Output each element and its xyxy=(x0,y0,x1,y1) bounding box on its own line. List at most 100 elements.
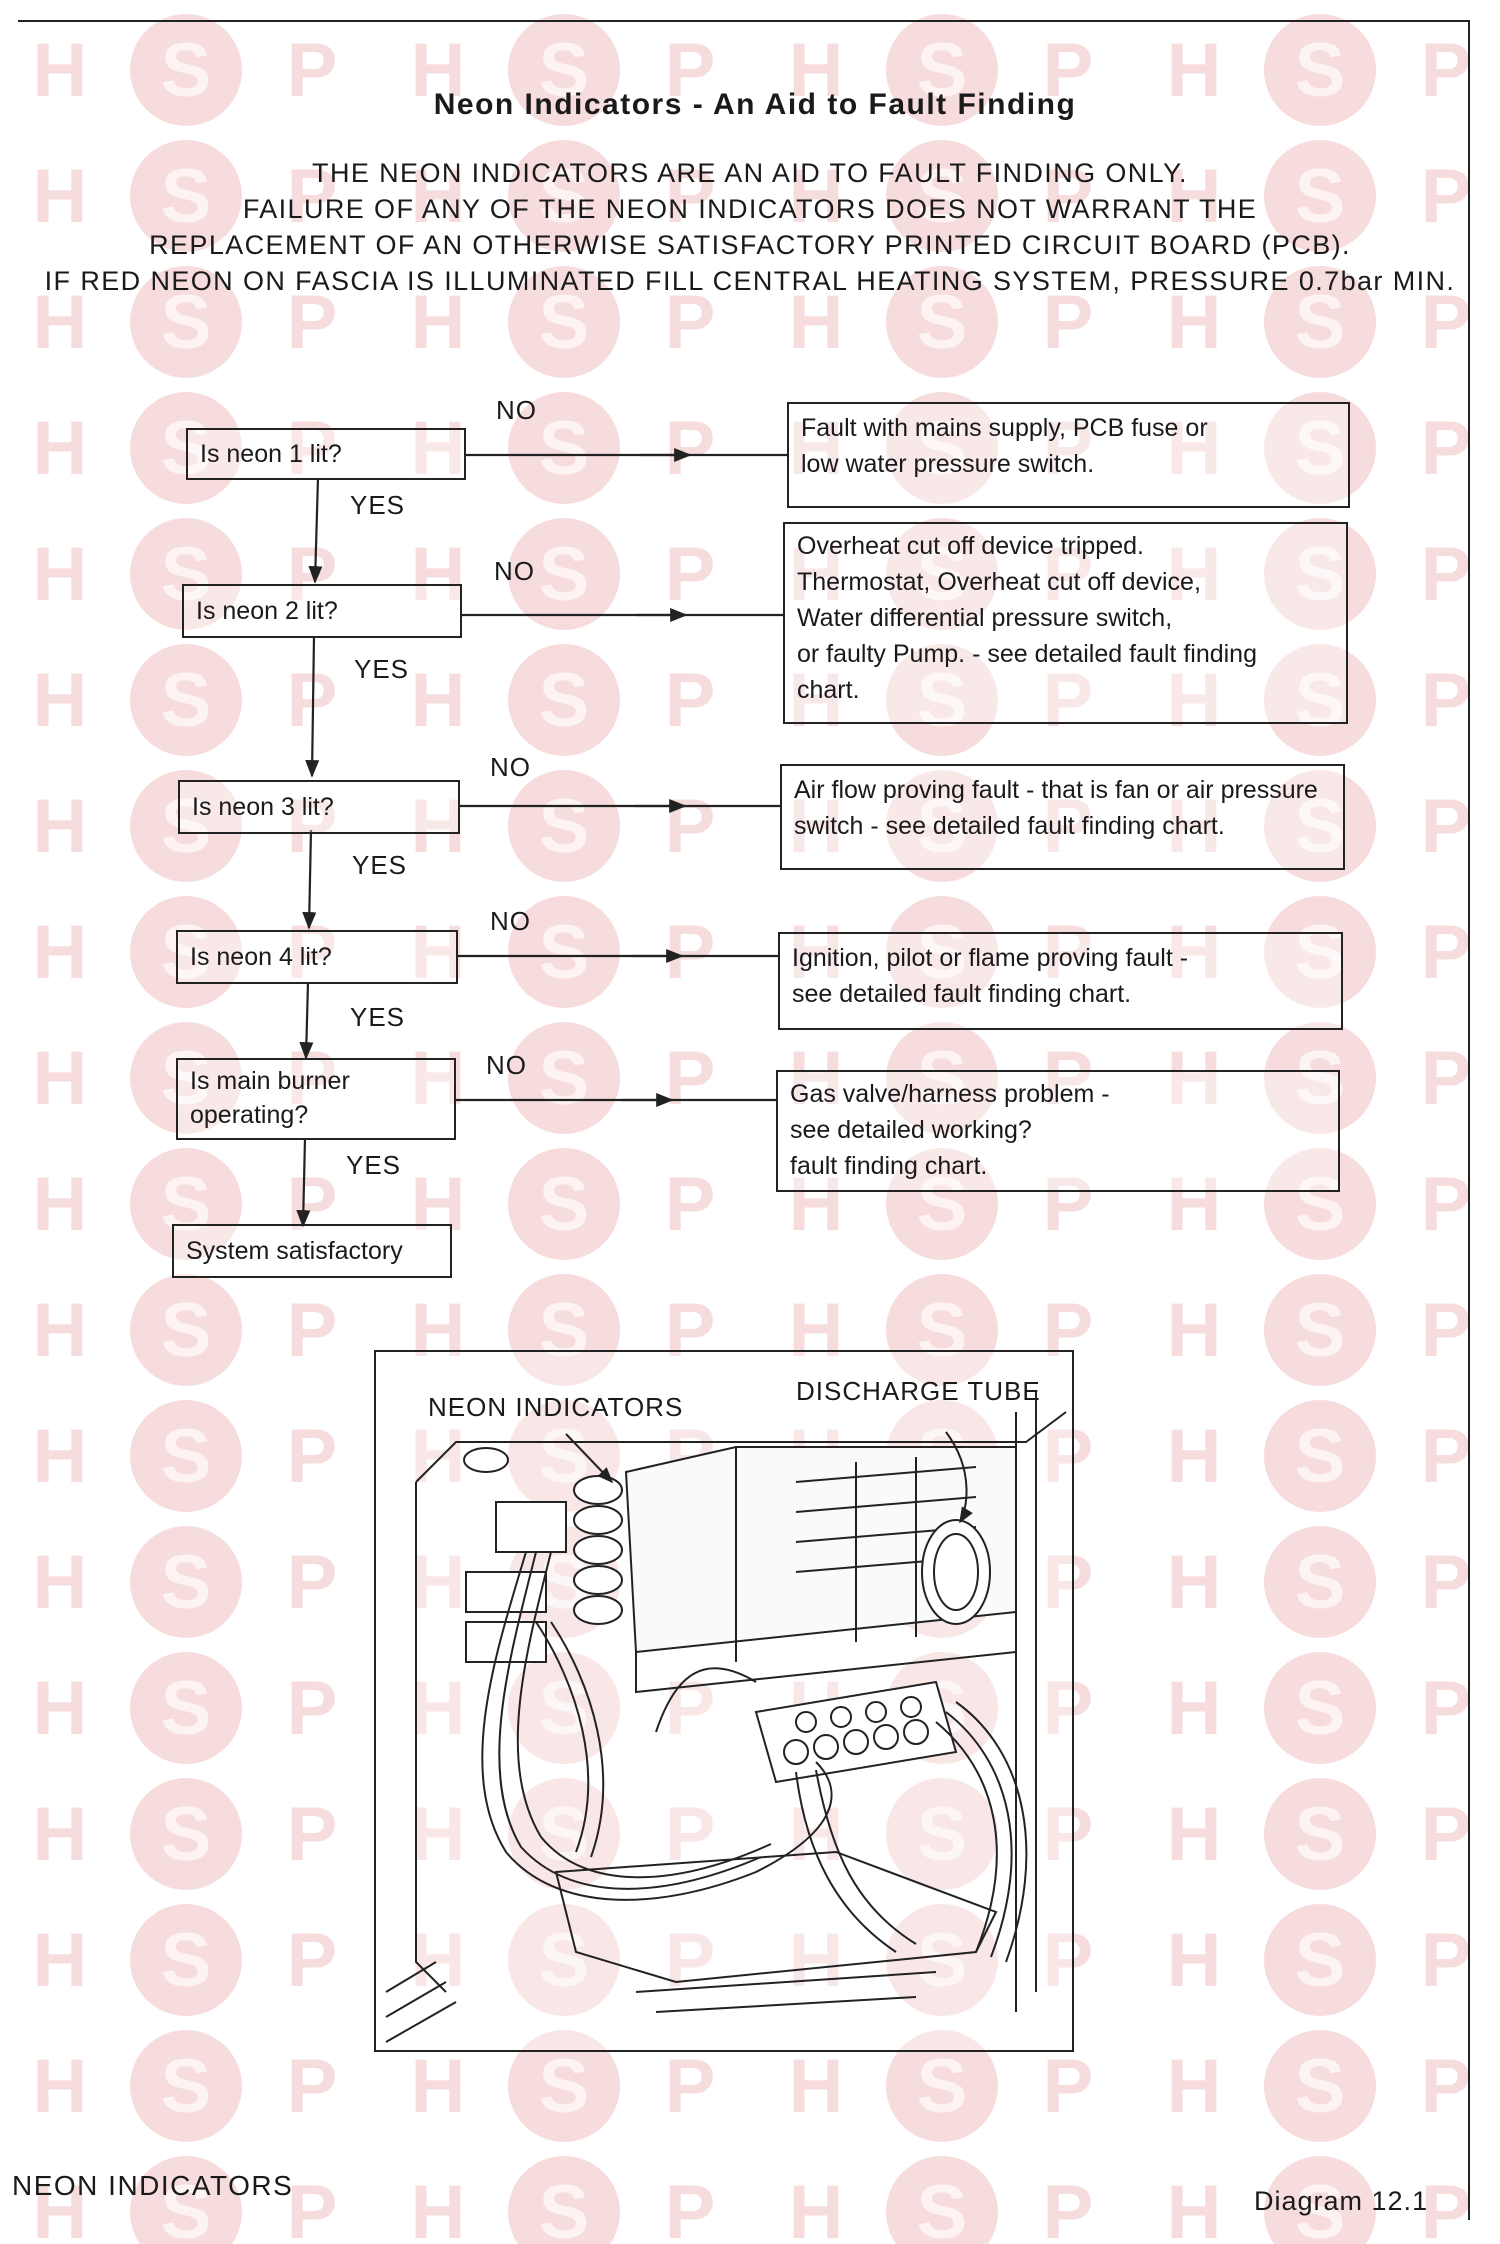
svg-text:P: P xyxy=(665,658,716,743)
watermark-mark: S xyxy=(130,1274,242,1386)
watermark-mark: P xyxy=(1421,1540,1472,1625)
svg-text:P: P xyxy=(1043,1288,1094,1373)
svg-text:P: P xyxy=(1421,1414,1472,1499)
watermark-mark: P xyxy=(665,532,716,617)
svg-text:H: H xyxy=(789,910,844,995)
watermark-mark: S xyxy=(508,1148,620,1260)
yes-connector-2 xyxy=(305,635,320,778)
svg-text:S: S xyxy=(1295,2170,1346,2244)
fault-2-line-5: chart. xyxy=(797,676,860,704)
watermark-mark: S xyxy=(886,1274,998,1386)
svg-text:P: P xyxy=(665,2044,716,2129)
svg-text:P: P xyxy=(1043,1792,1094,1877)
watermark-mark: P xyxy=(1421,280,1472,365)
svg-text:S: S xyxy=(1295,1288,1346,1373)
svg-text:S: S xyxy=(161,280,212,365)
yes-label-2: YES xyxy=(354,654,410,684)
svg-text:S: S xyxy=(917,910,968,995)
svg-text:P: P xyxy=(287,1288,338,1373)
watermark-mark: S xyxy=(886,140,998,252)
watermark-mark: P xyxy=(287,784,338,869)
watermark-mark: S xyxy=(508,2030,620,2142)
watermark-mark: S xyxy=(508,14,620,126)
watermark-mark: H xyxy=(1167,154,1222,239)
svg-text:H: H xyxy=(1167,1918,1222,2003)
svg-text:H: H xyxy=(1167,2044,1222,2129)
svg-text:P: P xyxy=(665,1288,716,1373)
svg-text:S: S xyxy=(161,2044,212,2129)
watermark-mark: S xyxy=(130,896,242,1008)
watermark-mark: S xyxy=(130,140,242,252)
watermark-mark: S xyxy=(886,1148,998,1260)
watermark-mark: P xyxy=(1421,2170,1472,2244)
question-main-burner: Is main burner operating? xyxy=(176,1058,456,1140)
watermark-mark: H xyxy=(33,784,88,869)
svg-text:H: H xyxy=(33,1288,88,1373)
svg-text:H: H xyxy=(33,1414,88,1499)
watermark-mark: H xyxy=(411,1288,466,1373)
watermark-mark: P xyxy=(287,1162,338,1247)
svg-text:P: P xyxy=(1421,1540,1472,1625)
svg-text:S: S xyxy=(161,532,212,617)
svg-text:H: H xyxy=(789,658,844,743)
watermark-mark: S xyxy=(130,2156,242,2244)
svg-text:H: H xyxy=(1167,658,1222,743)
watermark-mark: H xyxy=(789,154,844,239)
watermark-mark: S xyxy=(508,392,620,504)
watermark-mark: P xyxy=(1421,910,1472,995)
svg-text:H: H xyxy=(789,784,844,869)
watermark-mark: H xyxy=(411,784,466,869)
svg-text:H: H xyxy=(789,2044,844,2129)
watermark-mark: S xyxy=(508,896,620,1008)
svg-text:P: P xyxy=(287,2170,338,2244)
svg-text:P: P xyxy=(287,1792,338,1877)
watermark-mark: H xyxy=(411,154,466,239)
no-label-1: NO xyxy=(496,395,537,425)
svg-text:H: H xyxy=(789,1918,844,2003)
svg-text:S: S xyxy=(1295,1036,1346,1121)
watermark-mark: S xyxy=(1264,896,1376,1008)
svg-text:H: H xyxy=(789,28,844,113)
watermark-mark: H xyxy=(1167,910,1222,995)
watermark-mark: H xyxy=(789,1918,844,2003)
watermark-mark: S xyxy=(130,2030,242,2142)
watermark-mark: H xyxy=(1167,28,1222,113)
svg-text:S: S xyxy=(161,28,212,113)
svg-text:S: S xyxy=(1295,1666,1346,1751)
svg-text:P: P xyxy=(287,1414,338,1499)
yes-label-1: YES xyxy=(350,490,406,520)
watermark-mark: S xyxy=(508,1274,620,1386)
watermark-mark: H xyxy=(33,1162,88,1247)
watermark-mark: P xyxy=(665,154,716,239)
fault-3-line-2: switch - see detailed fault finding char… xyxy=(794,812,1225,840)
svg-text:P: P xyxy=(1421,280,1472,365)
svg-text:H: H xyxy=(411,154,466,239)
svg-text:H: H xyxy=(1167,1288,1222,1373)
svg-text:P: P xyxy=(1421,1792,1472,1877)
svg-text:H: H xyxy=(33,154,88,239)
watermark-mark: S xyxy=(130,1022,242,1134)
watermark-mark: H xyxy=(33,1918,88,2003)
svg-text:S: S xyxy=(161,154,212,239)
svg-text:H: H xyxy=(1167,784,1222,869)
watermark-mark: P xyxy=(1043,1036,1094,1121)
watermark-mark: H xyxy=(411,28,466,113)
fault-box-4: Ignition, pilot or flame proving fault -… xyxy=(778,932,1343,1030)
watermark-mark: P xyxy=(1043,2170,1094,2244)
svg-text:P: P xyxy=(1421,1036,1472,1121)
watermark-mark: S xyxy=(130,1526,242,1638)
question-neon-4-text: Is neon 4 lit? xyxy=(190,943,332,971)
svg-text:S: S xyxy=(917,658,968,743)
svg-text:S: S xyxy=(161,1540,212,1625)
svg-text:H: H xyxy=(33,910,88,995)
watermark-mark: H xyxy=(1167,2044,1222,2129)
svg-text:S: S xyxy=(1295,1414,1346,1499)
watermark-mark: H xyxy=(411,532,466,617)
svg-text:P: P xyxy=(1421,1162,1472,1247)
svg-text:P: P xyxy=(1421,658,1472,743)
watermark-mark: P xyxy=(1421,532,1472,617)
svg-text:S: S xyxy=(917,1288,968,1373)
watermark-mark: P xyxy=(665,1288,716,1373)
watermark-mark: P xyxy=(287,1414,338,1499)
svg-text:P: P xyxy=(1421,2044,1472,2129)
